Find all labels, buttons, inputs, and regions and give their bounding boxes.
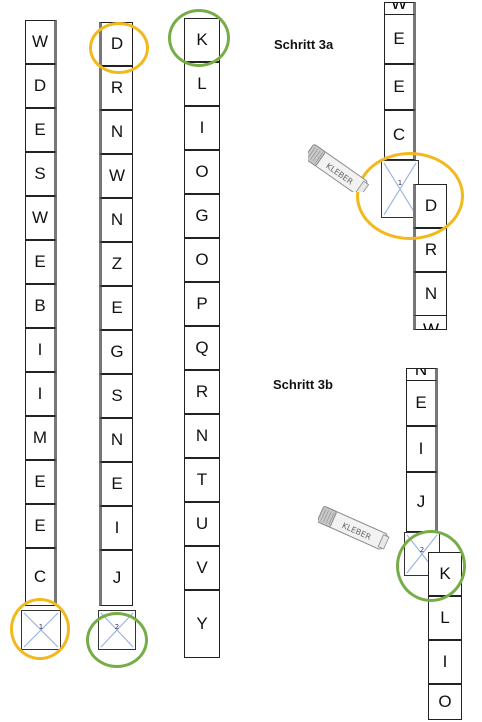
strip-1-cell: W <box>25 20 57 64</box>
strip-3-cell: N <box>184 414 220 458</box>
step-3b-title: Schritt 3b <box>273 377 333 392</box>
strip-2-cell: Z <box>99 242 133 286</box>
glue-stick-icon: KLEBER <box>318 506 390 550</box>
step-3a-upper-cell: C <box>384 110 416 160</box>
strip-1-cell: S <box>25 152 57 196</box>
strip-2-cell: G <box>99 330 133 374</box>
glue-field-2: 2 <box>98 610 136 650</box>
strip-3-cell: L <box>184 62 220 106</box>
step-3a-lower-cell: D <box>413 184 447 228</box>
strip-2-cell: J <box>99 550 133 606</box>
strip-1-cell: E <box>25 504 57 548</box>
strip-1-cell: C <box>25 548 57 606</box>
step-3b-upper-cell: I <box>406 426 438 472</box>
strip-2-cell: R <box>99 66 133 110</box>
strip-3-cell: O <box>184 238 220 282</box>
strip-2-cell: I <box>99 506 133 550</box>
strip-2-cell: S <box>99 374 133 418</box>
strip-2-cell: E <box>99 286 133 330</box>
strip-1-cell: I <box>25 328 57 372</box>
glue-number: 1 <box>397 178 403 187</box>
step-3a-upper-fragment: W <box>384 2 416 14</box>
strip-2-cell: D <box>99 22 133 66</box>
glue-field-1: 1 <box>21 610 61 650</box>
strip-1-cell: D <box>25 64 57 108</box>
step-3b-lower-cell: I <box>428 640 462 684</box>
strip-1-cell: M <box>25 416 57 460</box>
strip-1-cell: W <box>25 196 57 240</box>
strip-3-cell: O <box>184 150 220 194</box>
strip-3-cell: U <box>184 502 220 546</box>
strip-2-cell: N <box>99 110 133 154</box>
step-3a-upper-cell: E <box>384 14 416 64</box>
glue-number: 1 <box>38 623 44 632</box>
strip-3-cell: T <box>184 458 220 502</box>
step-3b-upper-cell: E <box>406 380 438 426</box>
strip-3-cell: R <box>184 370 220 414</box>
step-3b-lower-cell: O <box>428 684 462 720</box>
strip-3-cell: I <box>184 106 220 150</box>
step-3a-lower-cell: N <box>413 272 447 316</box>
strip-3-cell: P <box>184 282 220 326</box>
strip-3-cell: Q <box>184 326 220 370</box>
step-3b-lower-cell: K <box>428 552 462 596</box>
glue-number: 2 <box>419 546 425 555</box>
strip-3-cell: Y <box>184 590 220 658</box>
strip-2-cell: N <box>99 418 133 462</box>
strip-1-cell: E <box>25 240 57 284</box>
step-3b-upper-cell: J <box>406 472 438 532</box>
strip-1-cell: E <box>25 460 57 504</box>
strip-1-cell: I <box>25 372 57 416</box>
glue-cross-icon <box>100 612 134 648</box>
strip-2-cell: W <box>99 154 133 198</box>
glue-stick-icon: KLEBER <box>308 144 370 192</box>
strip-2-cell: E <box>99 462 133 506</box>
strip-2-cell: N <box>99 198 133 242</box>
strip-1-cell: B <box>25 284 57 328</box>
step-3a-title: Schritt 3a <box>274 37 334 52</box>
step-3b-upper-fragment: N <box>406 368 438 380</box>
strip-3-cell: V <box>184 546 220 590</box>
step-3a-lower-cell: R <box>413 228 447 272</box>
glue-number: 2 <box>114 623 120 632</box>
glue-cross-icon <box>383 162 417 216</box>
step-3a-upper-cell: E <box>384 64 416 110</box>
step-3a-lower-fragment: W <box>413 316 447 330</box>
glue-cross-icon <box>23 612 59 648</box>
strip-1-cell: E <box>25 108 57 152</box>
strip-3-cell: K <box>184 18 220 62</box>
strip-3-cell: G <box>184 194 220 238</box>
step-3b-lower-cell: L <box>428 596 462 640</box>
